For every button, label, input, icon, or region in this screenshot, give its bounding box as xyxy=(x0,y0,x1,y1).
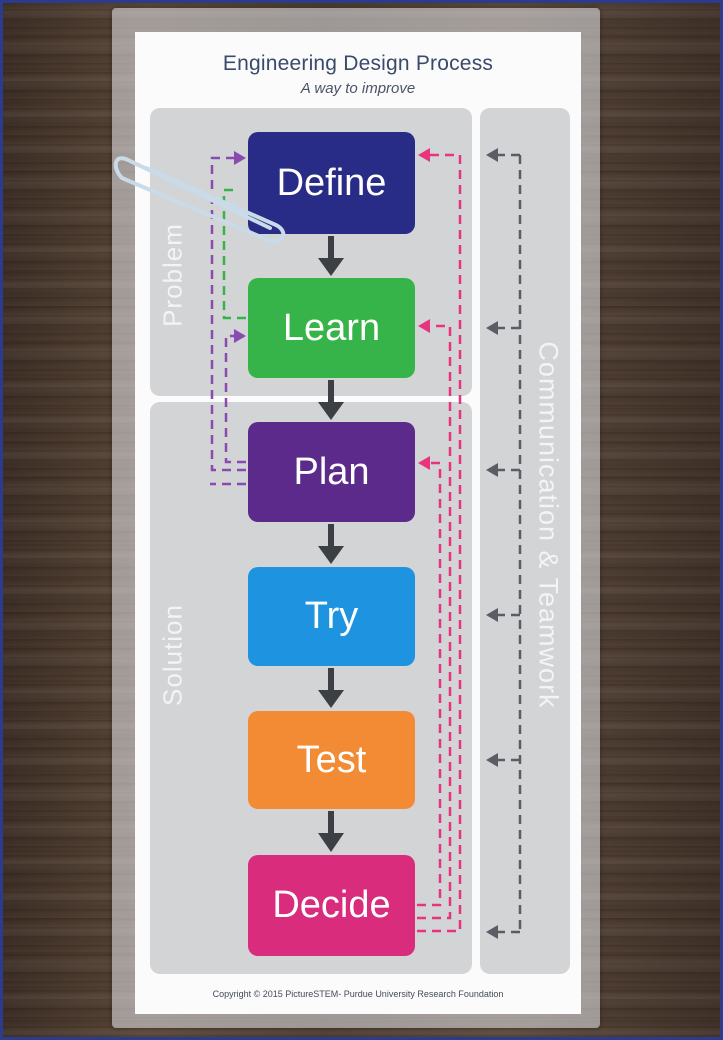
communication-region xyxy=(480,108,570,974)
step-test: Test xyxy=(248,711,415,809)
step-try: Try xyxy=(248,567,415,666)
copyright-text: Copyright © 2015 PictureSTEM- Purdue Uni… xyxy=(212,989,504,999)
step-plan: Plan xyxy=(248,422,415,522)
step-define: Define xyxy=(248,132,415,234)
problem-label: Problem xyxy=(157,223,188,327)
solution-label: Solution xyxy=(157,604,188,706)
diagram-title: Engineering Design Process xyxy=(222,52,494,75)
diagram-subtitle: A way to improve xyxy=(300,80,416,97)
communication-teamwork-label: Communication & Teamwork xyxy=(533,341,564,709)
step-decide: Decide xyxy=(248,855,415,956)
step-learn: Learn xyxy=(248,278,415,378)
